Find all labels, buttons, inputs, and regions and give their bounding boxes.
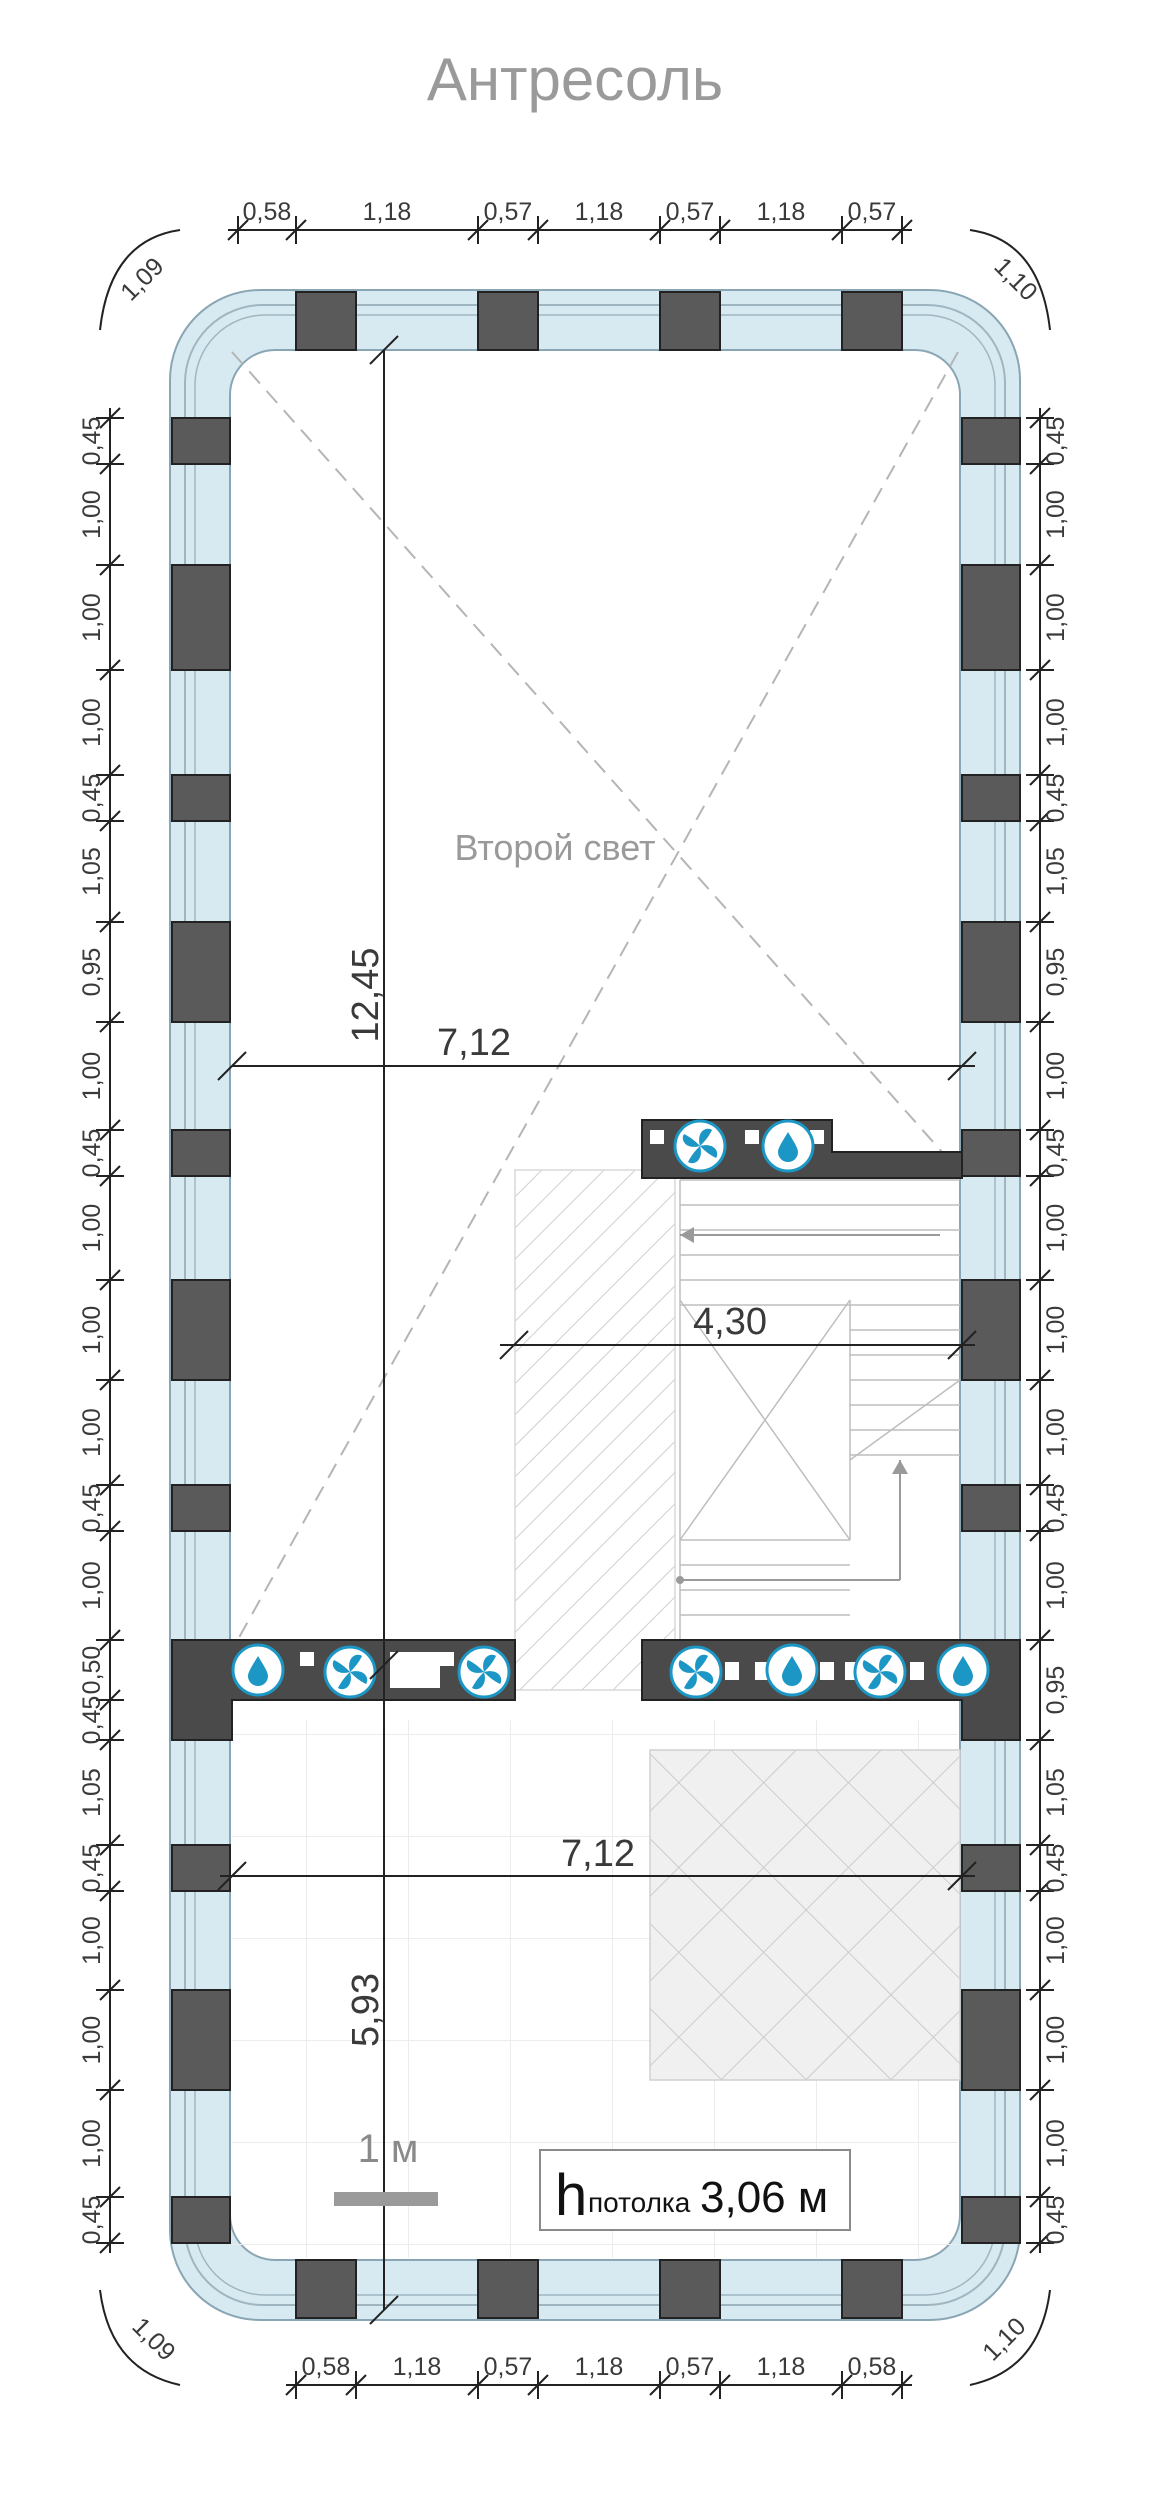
dim-right-6: 0,95 [1042,948,1070,997]
dim-bottom-5: 1,18 [757,2353,806,2381]
dim-right-2: 1,00 [1042,593,1070,642]
dim-left-20: 1,00 [78,2119,106,2168]
dim-left-8: 0,45 [78,1129,106,1178]
dim-left-19: 1,00 [78,2016,106,2065]
scale-bar [334,2192,438,2206]
water-drop-icon [936,1643,990,1697]
dim-right-3: 1,00 [1042,698,1070,747]
dim-left-15: 0,45 [78,1696,106,1745]
dim-bottom-3: 1,18 [575,2353,624,2381]
dim-left-9: 1,00 [78,1204,106,1253]
dim-bottom-6: 0,58 [848,2353,897,2381]
dim-top-0: 0,58 [243,198,292,226]
stair [514,1169,961,2081]
dim-right-10: 1,00 [1042,1306,1070,1355]
dim-right-14: 0,95 [1042,1666,1070,1715]
ceiling-height-box: h потолка 3,06 м [539,2149,851,2231]
dim-bottom-0: 0,58 [302,2353,351,2381]
dim-left-1: 1,00 [78,490,106,539]
columns [171,291,1021,2319]
dim-right-20: 0,45 [1042,2196,1070,2245]
ceiling-height-value: 3,06 м [700,2173,828,2222]
dim-left-13: 1,00 [78,1561,106,1610]
dim-top-2: 0,57 [484,198,533,226]
scale-label: 1 м [358,2127,419,2171]
dim-left-14: 0,50 [78,1646,106,1695]
dim-stair-width: 4,30 [693,1301,767,1343]
dim-left-4: 0,45 [78,774,106,823]
dim-bottom-4: 0,57 [666,2353,715,2381]
dim-right-12: 0,45 [1042,1484,1070,1533]
dim-right-9: 1,00 [1042,1204,1070,1253]
fan-icon [673,1119,727,1173]
top-dimension-chain: 0,58 1,18 0,57 1,18 0,57 1,18 0,57 [227,198,913,244]
dim-right-0: 0,45 [1042,417,1070,466]
equipment-icons [231,1119,990,1699]
fan-icon [853,1645,907,1699]
dim-left-10: 1,00 [78,1306,106,1355]
dim-left-2: 1,00 [78,593,106,642]
dim-length-upper: 12,45 [345,947,387,1042]
dim-width-lower: 7,12 [561,1833,635,1875]
dim-top-4: 0,57 [666,198,715,226]
dim-right-17: 1,00 [1042,1916,1070,1965]
dim-right-8: 0,45 [1042,1129,1070,1178]
dim-bottom-1: 1,18 [393,2353,442,2381]
dim-left-11: 1,00 [78,1408,106,1457]
dim-corner-top-left: 1,09 [115,252,169,306]
dim-right-4: 0,45 [1042,774,1070,823]
fan-icon [669,1645,723,1699]
plan-title: Антресоль [427,46,723,113]
dim-left-12: 0,45 [78,1484,106,1533]
dim-left-5: 1,05 [78,847,106,896]
dim-length-lower: 5,93 [345,1973,387,2047]
dim-left-6: 0,95 [78,948,106,997]
fan-icon [457,1645,511,1699]
dim-corner-bottom-right: 1,10 [977,2312,1031,2366]
dim-top-5: 1,18 [757,198,806,226]
dim-width-upper: 7,12 [437,1022,511,1064]
dim-left-0: 0,45 [78,417,106,466]
dim-top-3: 1,18 [575,198,624,226]
outer-dimension-outline [99,229,1051,2386]
dim-right-7: 1,00 [1042,1052,1070,1101]
dim-top-6: 0,57 [848,198,897,226]
ceiling-height-prefix: h [555,2163,587,2228]
dim-bottom-2: 0,57 [484,2353,533,2381]
dim-left-3: 1,00 [78,698,106,747]
dim-left-7: 1,00 [78,1052,106,1101]
dim-right-15: 1,05 [1042,1768,1070,1817]
second-light-void [231,351,959,1651]
room-label: Второй свет [454,827,655,868]
left-dimension-chain: 0,45 1,00 1,00 1,00 0,45 1,05 0,95 1,00 0,45 1,00… [78,407,124,2254]
dim-right-19: 1,00 [1042,2119,1070,2168]
right-dimension-chain: 0,45 1,00 1,00 1,00 0,45 1,05 0,95 1,00 0,45 1,00… [1026,407,1070,2254]
dim-right-11: 1,00 [1042,1408,1070,1457]
dim-left-21: 0,45 [78,2196,106,2245]
dim-right-13: 1,00 [1042,1561,1070,1610]
water-drop-icon [765,1643,819,1697]
fan-icon [323,1645,377,1699]
dim-left-18: 1,00 [78,1916,106,1965]
dim-left-16: 1,05 [78,1768,106,1817]
dim-right-18: 1,00 [1042,2016,1070,2065]
dim-right-5: 1,05 [1042,847,1070,896]
dim-corner-top-right: 1,10 [989,252,1043,306]
dim-corner-bottom-left: 1,09 [127,2312,181,2366]
ceiling-height-subscript: потолка [588,2187,691,2218]
water-drop-icon [231,1643,285,1697]
dim-left-17: 0,45 [78,1844,106,1893]
dim-right-16: 0,45 [1042,1844,1070,1893]
bottom-dimension-chain: 0,58 1,18 0,57 1,18 0,57 1,18 0,58 [285,2353,913,2399]
water-drop-icon [761,1119,815,1173]
dim-right-1: 1,00 [1042,490,1070,539]
dim-top-1: 1,18 [363,198,412,226]
